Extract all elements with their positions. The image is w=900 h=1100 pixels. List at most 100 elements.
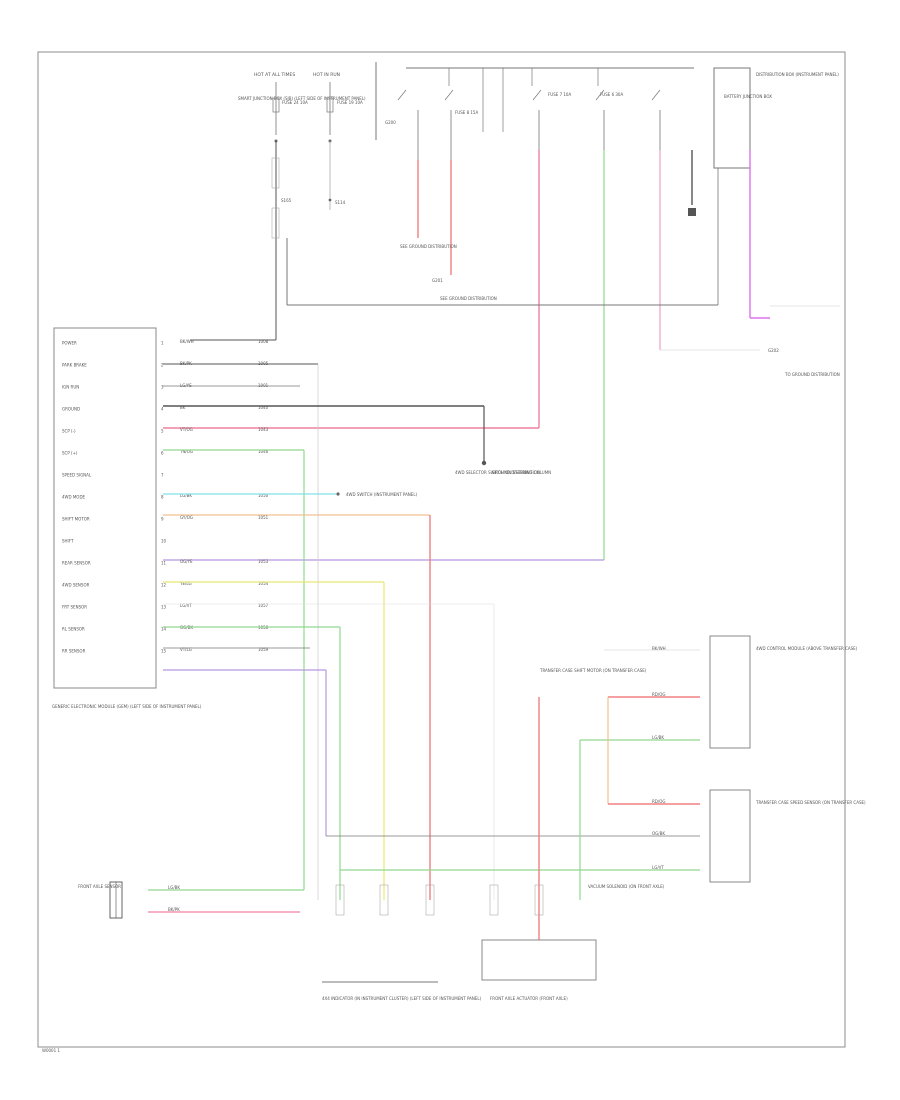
- gem-pin-name: SPEED SIGNAL: [62, 473, 92, 478]
- gem-pin-wire: LG/YE: [180, 383, 192, 388]
- label-wire-f: LG/VT: [652, 865, 664, 870]
- gem-pin-name: 4WD SENSOR: [62, 583, 90, 588]
- label-shift-motor: TRANSFER CASE SHIFT MOTOR (ON TRANSFER C…: [539, 668, 647, 673]
- fuse-a-symbol: [272, 82, 280, 135]
- gem-pin-circuit: 1053: [258, 559, 269, 564]
- gem-pin-number: 4: [161, 407, 164, 412]
- label-fuse-a: FUSE 24 10A: [282, 100, 308, 105]
- label-gem-module: GENERIC ELECTRONIC MODULE (GEM) (LEFT SI…: [52, 704, 202, 709]
- gem-pin-wire: TN/OG: [179, 449, 193, 454]
- label-see-ground: SEE GROUND DISTRIBUTION: [400, 244, 457, 249]
- label-ground-bus: SEE GROUND DISTRIBUTION: [440, 296, 497, 301]
- gem-pin-number: 7: [161, 473, 164, 478]
- gem-pin-wire: VT/LG: [180, 647, 192, 652]
- label-ground-b: G201: [432, 278, 443, 283]
- gem-pin-name: RR SENSOR: [62, 649, 86, 654]
- distribution-box: [713, 67, 751, 169]
- wire-label-box: [489, 884, 499, 916]
- label-to-ground: TO GROUND DISTRIBUTION: [784, 372, 840, 377]
- gem-pin-name: SCP (-): [62, 429, 76, 434]
- label-splice-a: S114: [335, 200, 346, 205]
- switch-terminal: [336, 492, 340, 496]
- label-sensor-wire-a: LG/BK: [168, 885, 180, 890]
- gem-pin-wire: BK/WH: [180, 339, 194, 344]
- label-left-box: 4X4 INDICATOR (IN INSTRUMENT CLUSTER) (L…: [322, 996, 482, 1001]
- gem-pin-wire: YE/LG: [179, 581, 192, 586]
- label-distribution: DISTRIBUTION BOX (INSTRUMENT PANEL): [756, 72, 839, 77]
- gem-pin-name: 4WD MODE: [62, 495, 86, 500]
- label-ground-a: G200: [385, 120, 396, 125]
- label-splice-b: S165: [281, 198, 292, 203]
- gem-pin-name: POWER: [62, 341, 77, 346]
- gem-pin-name: REAR SENSOR: [62, 561, 91, 566]
- gem-pin-number: 11: [161, 561, 167, 566]
- fuse-b-symbol: [326, 82, 334, 135]
- gem-pin-wire: LG/BK: [180, 493, 192, 498]
- ground-splice: [481, 460, 487, 466]
- label-left-sensor: FRONT AXLE SENSOR: [78, 884, 121, 889]
- gem-pin-wire: BK: [180, 405, 186, 410]
- gem-pin-circuit: 1054: [258, 581, 269, 586]
- gem-pin-number: 9: [161, 517, 164, 522]
- gem-pin-name: IGN RUN: [62, 385, 79, 390]
- gem-pin-name: PARK BRAKE: [62, 363, 87, 368]
- gem-pin-name: RL SENSOR: [62, 627, 85, 632]
- label-connector-note: VACUUM SOLENOID (ON FRONT AXLE): [588, 884, 665, 889]
- label-wire-c: LG/BK: [652, 735, 664, 740]
- gem-pin-number: 6: [161, 451, 164, 456]
- gem-pin-number: 14: [161, 627, 167, 632]
- gem-pin-circuit: 1051: [258, 515, 269, 520]
- gem-module: [53, 327, 157, 689]
- gem-pin-number: 3: [161, 385, 164, 390]
- wire-label-box: [335, 884, 345, 916]
- label-mid-note: 4WD SELECTOR SWITCH ON STEERING COLUMN: [455, 470, 551, 475]
- gem-pin-wire: LG/VT: [180, 603, 192, 608]
- footer-code: W0001 1: [42, 1048, 60, 1053]
- gem-pin-name: GROUND: [62, 407, 80, 412]
- wire-label-box: [271, 207, 280, 239]
- speed-sensor-module: [709, 789, 751, 883]
- diagram-frame: [37, 51, 846, 1048]
- gem-pin-circuit: 1059: [258, 647, 269, 652]
- switch-symbols: [397, 89, 661, 101]
- label-right-box: FRONT AXLE ACTUATOR (FRONT AXLE): [490, 996, 568, 1001]
- gem-pin-number: 12: [161, 583, 167, 588]
- label-sensor-wire-b: BK/PK: [168, 907, 180, 912]
- label-wire-a: BK/WH: [652, 646, 666, 651]
- label-fuse-e: FUSE 6 30A: [600, 92, 623, 97]
- wire-label-box: [425, 884, 435, 916]
- splice-point: [328, 198, 332, 202]
- gem-pin-number: 5: [161, 429, 164, 434]
- gem-pin-wire: GY/OG: [180, 515, 193, 520]
- label-ground-c: G202: [768, 348, 779, 353]
- gem-pin-name: SCP (+): [62, 451, 78, 456]
- gem-pin-number: 2: [161, 363, 164, 368]
- label-fuse-c: FUSE 8 15A: [455, 110, 478, 115]
- gem-pin-circuit: 1040: [258, 405, 269, 410]
- label-hot-in-run: HOT IN RUN: [313, 72, 340, 78]
- gem-pin-circuit: 1057: [258, 603, 269, 608]
- gem-pin-number: 13: [161, 605, 167, 610]
- label-fuse-d: FUSE 7 10A: [548, 92, 571, 97]
- label-right-note: GROUND DISTRIBUTION: [492, 470, 540, 475]
- 4wd-control-module: [709, 635, 751, 749]
- gem-pin-wire: VT/OG: [180, 427, 193, 432]
- bus-taps: [448, 68, 599, 132]
- gem-pin-circuit: 1050: [258, 493, 269, 498]
- gem-pin-circuit: 1046: [258, 449, 269, 454]
- gem-pin-name: SHIFT: [62, 539, 74, 544]
- label-smart-junction: SMART JUNCTION BOX (SJB) (LEFT SIDE OF I…: [238, 96, 366, 101]
- label-wire-b: RD/OG: [652, 692, 665, 697]
- gem-pin-number: 8: [161, 495, 164, 500]
- label-4wd-control: 4WD CONTROL MODULE (ABOVE TRANSFER CASE): [756, 646, 858, 651]
- wire-label-box: [271, 157, 280, 189]
- label-speed-sensor: TRANSFER CASE SPEED SENSOR (ON TRANSFER …: [755, 800, 866, 805]
- label-wire-e: OG/BK: [652, 831, 665, 836]
- wire-label-box: [379, 884, 389, 916]
- gem-pin-circuit: 1043: [258, 427, 269, 432]
- label-battery-junction: BATTERY JUNCTION BOX: [724, 94, 772, 99]
- gem-pin-wire: OG/YE: [180, 559, 193, 564]
- gem-pin-number: 15: [161, 649, 167, 654]
